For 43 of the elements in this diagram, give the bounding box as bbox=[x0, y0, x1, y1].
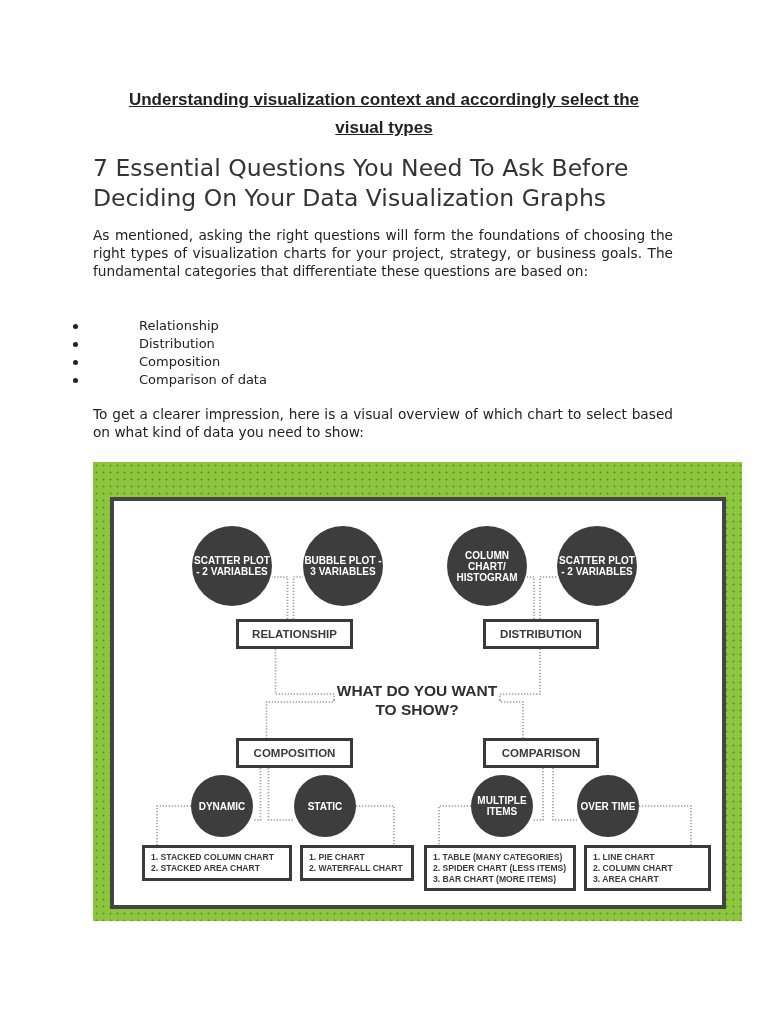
dotted-connector bbox=[638, 805, 692, 846]
dotted-connector bbox=[355, 805, 395, 846]
list-item: Composition bbox=[139, 353, 222, 371]
category-box: DISTRIBUTION bbox=[483, 619, 599, 649]
dotted-connector bbox=[539, 576, 558, 620]
list-text: 1. LINE CHART bbox=[593, 851, 655, 863]
dotted-connector bbox=[552, 767, 578, 821]
list-text: 2. STACKED AREA CHART bbox=[151, 863, 260, 874]
category-box: RELATIONSHIP bbox=[236, 619, 353, 649]
dotted-connector bbox=[532, 767, 544, 821]
dotted-connector bbox=[526, 576, 535, 620]
list-text: 2. WATERFALL CHART bbox=[309, 863, 403, 874]
dotted-connector bbox=[499, 699, 524, 739]
chart-list-box bbox=[584, 845, 711, 891]
list-text: 3. BAR CHART (MORE ITEMS) bbox=[433, 873, 557, 885]
question-text: WHAT DO YOU WANT TO SHOW? bbox=[334, 678, 500, 722]
chart-list-box bbox=[300, 845, 414, 881]
category-box: COMPARISON bbox=[483, 738, 599, 768]
list-item: Distribution bbox=[139, 335, 216, 353]
dotted-connector bbox=[267, 767, 295, 821]
dotted-connector bbox=[252, 767, 262, 821]
list-text: 2. SPIDER CHART (LESS ITEMS) bbox=[433, 862, 567, 874]
list-text: 1. STACKED COLUMN CHART bbox=[151, 852, 274, 863]
dotted-connector bbox=[499, 648, 541, 701]
intro-paragraph: As mentioned, asking the right questions will form the foundations of choosing the right types of visualization charts for your project, strategy, or business goals. The fundamental categories that differentiate these questions are based on: bbox=[93, 226, 673, 280]
list-text: 2. COLUMN CHART bbox=[593, 862, 673, 874]
list-text: 1. TABLE (MANY CATEGORIES) bbox=[433, 851, 563, 863]
list-item: Relationship bbox=[139, 317, 220, 335]
dotted-connector bbox=[274, 648, 335, 701]
dotted-connector bbox=[156, 805, 192, 846]
dotted-connector bbox=[265, 699, 335, 739]
document-title: Understanding visualization context and accordingly select the visual types bbox=[127, 89, 641, 139]
list-text: 1. PIE CHART bbox=[309, 852, 365, 863]
chart-list-box bbox=[142, 845, 292, 881]
closing-paragraph: To get a clearer impression, here is a visual overview of which chart to select based on what kind of data you need to show: bbox=[93, 405, 673, 441]
category-box: COMPOSITION bbox=[236, 738, 353, 768]
list-text: 3. AREA CHART bbox=[593, 873, 659, 885]
dotted-connector bbox=[292, 576, 304, 620]
section-heading: 7 Essential Questions You Need To Ask Before Deciding On Your Data Visualization Graphs bbox=[93, 153, 630, 213]
chart-list-box bbox=[424, 845, 576, 891]
dotted-connector bbox=[271, 576, 289, 620]
dotted-connector bbox=[438, 805, 472, 846]
list-item: Comparison of data bbox=[139, 371, 268, 389]
